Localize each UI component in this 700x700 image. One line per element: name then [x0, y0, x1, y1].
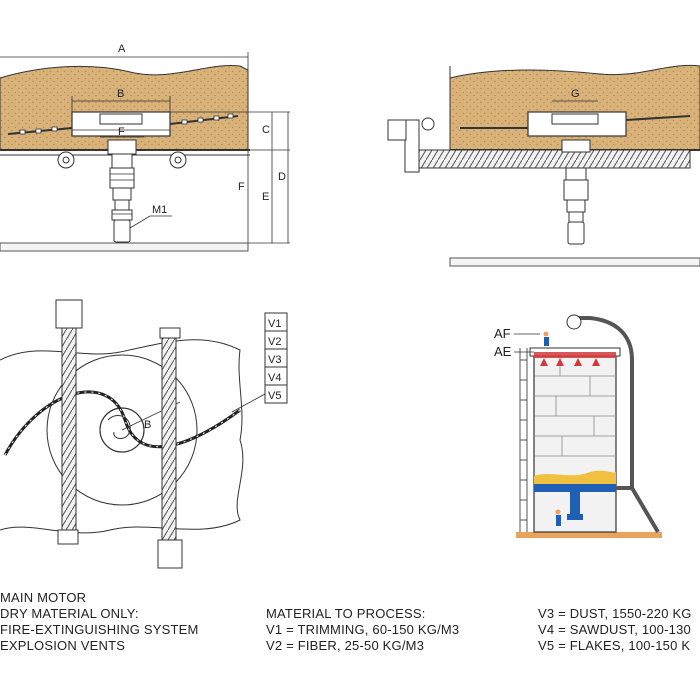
legend-line: DRY MATERIAL ONLY:	[0, 606, 139, 621]
valve-label: V5	[268, 390, 281, 402]
person-figure	[555, 509, 561, 526]
legend-line: V4 = SAWDUST, 100-130	[538, 622, 691, 637]
valve-label: V2	[268, 336, 281, 348]
dimension-b-label: B	[117, 88, 124, 100]
screw-conveyor-1	[61, 299, 77, 541]
explosion-vents-label: AE	[494, 344, 512, 359]
valve-label: V1	[268, 318, 281, 330]
valve-label: V4	[268, 372, 281, 384]
valve-label: V3	[268, 354, 281, 366]
sweep-rotor	[534, 484, 616, 492]
material-pile	[449, 64, 700, 151]
dimension-f-vertical-label: F	[238, 181, 245, 193]
screw-conveyor-2	[161, 329, 177, 551]
sweep-arm	[3, 390, 241, 456]
main-motor	[567, 221, 585, 245]
legend-line: MAIN MOTOR	[0, 590, 87, 605]
drive-column	[107, 139, 137, 243]
main-motor-label: M1	[152, 204, 167, 216]
ladder	[519, 348, 528, 532]
screw-conveyor	[409, 149, 691, 169]
fire-extinguishing-system	[534, 352, 616, 366]
valve-list: V1 V2 V3 V4 V5	[231, 312, 288, 413]
ground-floor	[516, 532, 662, 538]
sweep-arm	[169, 115, 239, 125]
conveyor-drive	[404, 119, 420, 173]
side-elevation-left: A B F C D E F M1	[0, 43, 290, 252]
dimension-b-plan-label: B	[144, 419, 151, 431]
pile-outline	[0, 339, 244, 534]
side-elevation-right: G	[387, 64, 700, 267]
legend-line: V2 = FIBER, 25-50 KG/M3	[266, 638, 425, 653]
legend-middle: MATERIAL TO PROCESS: V1 = TRIMMING, 60-1…	[266, 606, 459, 654]
foundation-slab	[0, 242, 249, 252]
dimension-g-label: G	[571, 88, 580, 100]
legend-left: MAIN MOTOR DRY MATERIAL ONLY: FIRE-EXTIN…	[0, 590, 199, 654]
legend-line: V5 = FLAKES, 100-150 K	[538, 638, 691, 653]
plan-view: B V1 V2 V3 V4 V5	[0, 299, 288, 569]
dimension-c-label: C	[262, 124, 270, 136]
return-conveyor	[572, 316, 634, 490]
dimension-f-horizontal-label: F	[118, 126, 125, 138]
fire-system-label: AF	[494, 326, 511, 341]
support-wheels	[57, 151, 187, 169]
legend-right: V3 = DUST, 1550-220 KG V4 = SAWDUST, 100…	[538, 606, 692, 654]
dimension-a-label: A	[118, 43, 126, 55]
dimension-e-label: E	[262, 191, 269, 203]
legend-line: EXPLOSION VENTS	[0, 638, 126, 653]
legend-line: FIRE-EXTINGUISHING SYSTEM	[0, 622, 199, 637]
main-motor	[113, 219, 131, 243]
drive-column	[561, 139, 591, 245]
legend-line: V3 = DUST, 1550-220 KG	[538, 606, 692, 621]
sweep-circle	[46, 354, 198, 506]
foundation-slab	[449, 257, 700, 267]
rotor-housing	[71, 111, 171, 137]
legend-line: MATERIAL TO PROCESS:	[266, 606, 426, 621]
person-figure	[543, 331, 549, 346]
dimension-d-label: D	[278, 171, 286, 183]
silo-section: AF AE	[494, 314, 662, 538]
legend-line: V1 = TRIMMING, 60-150 KG/M3	[266, 622, 460, 637]
